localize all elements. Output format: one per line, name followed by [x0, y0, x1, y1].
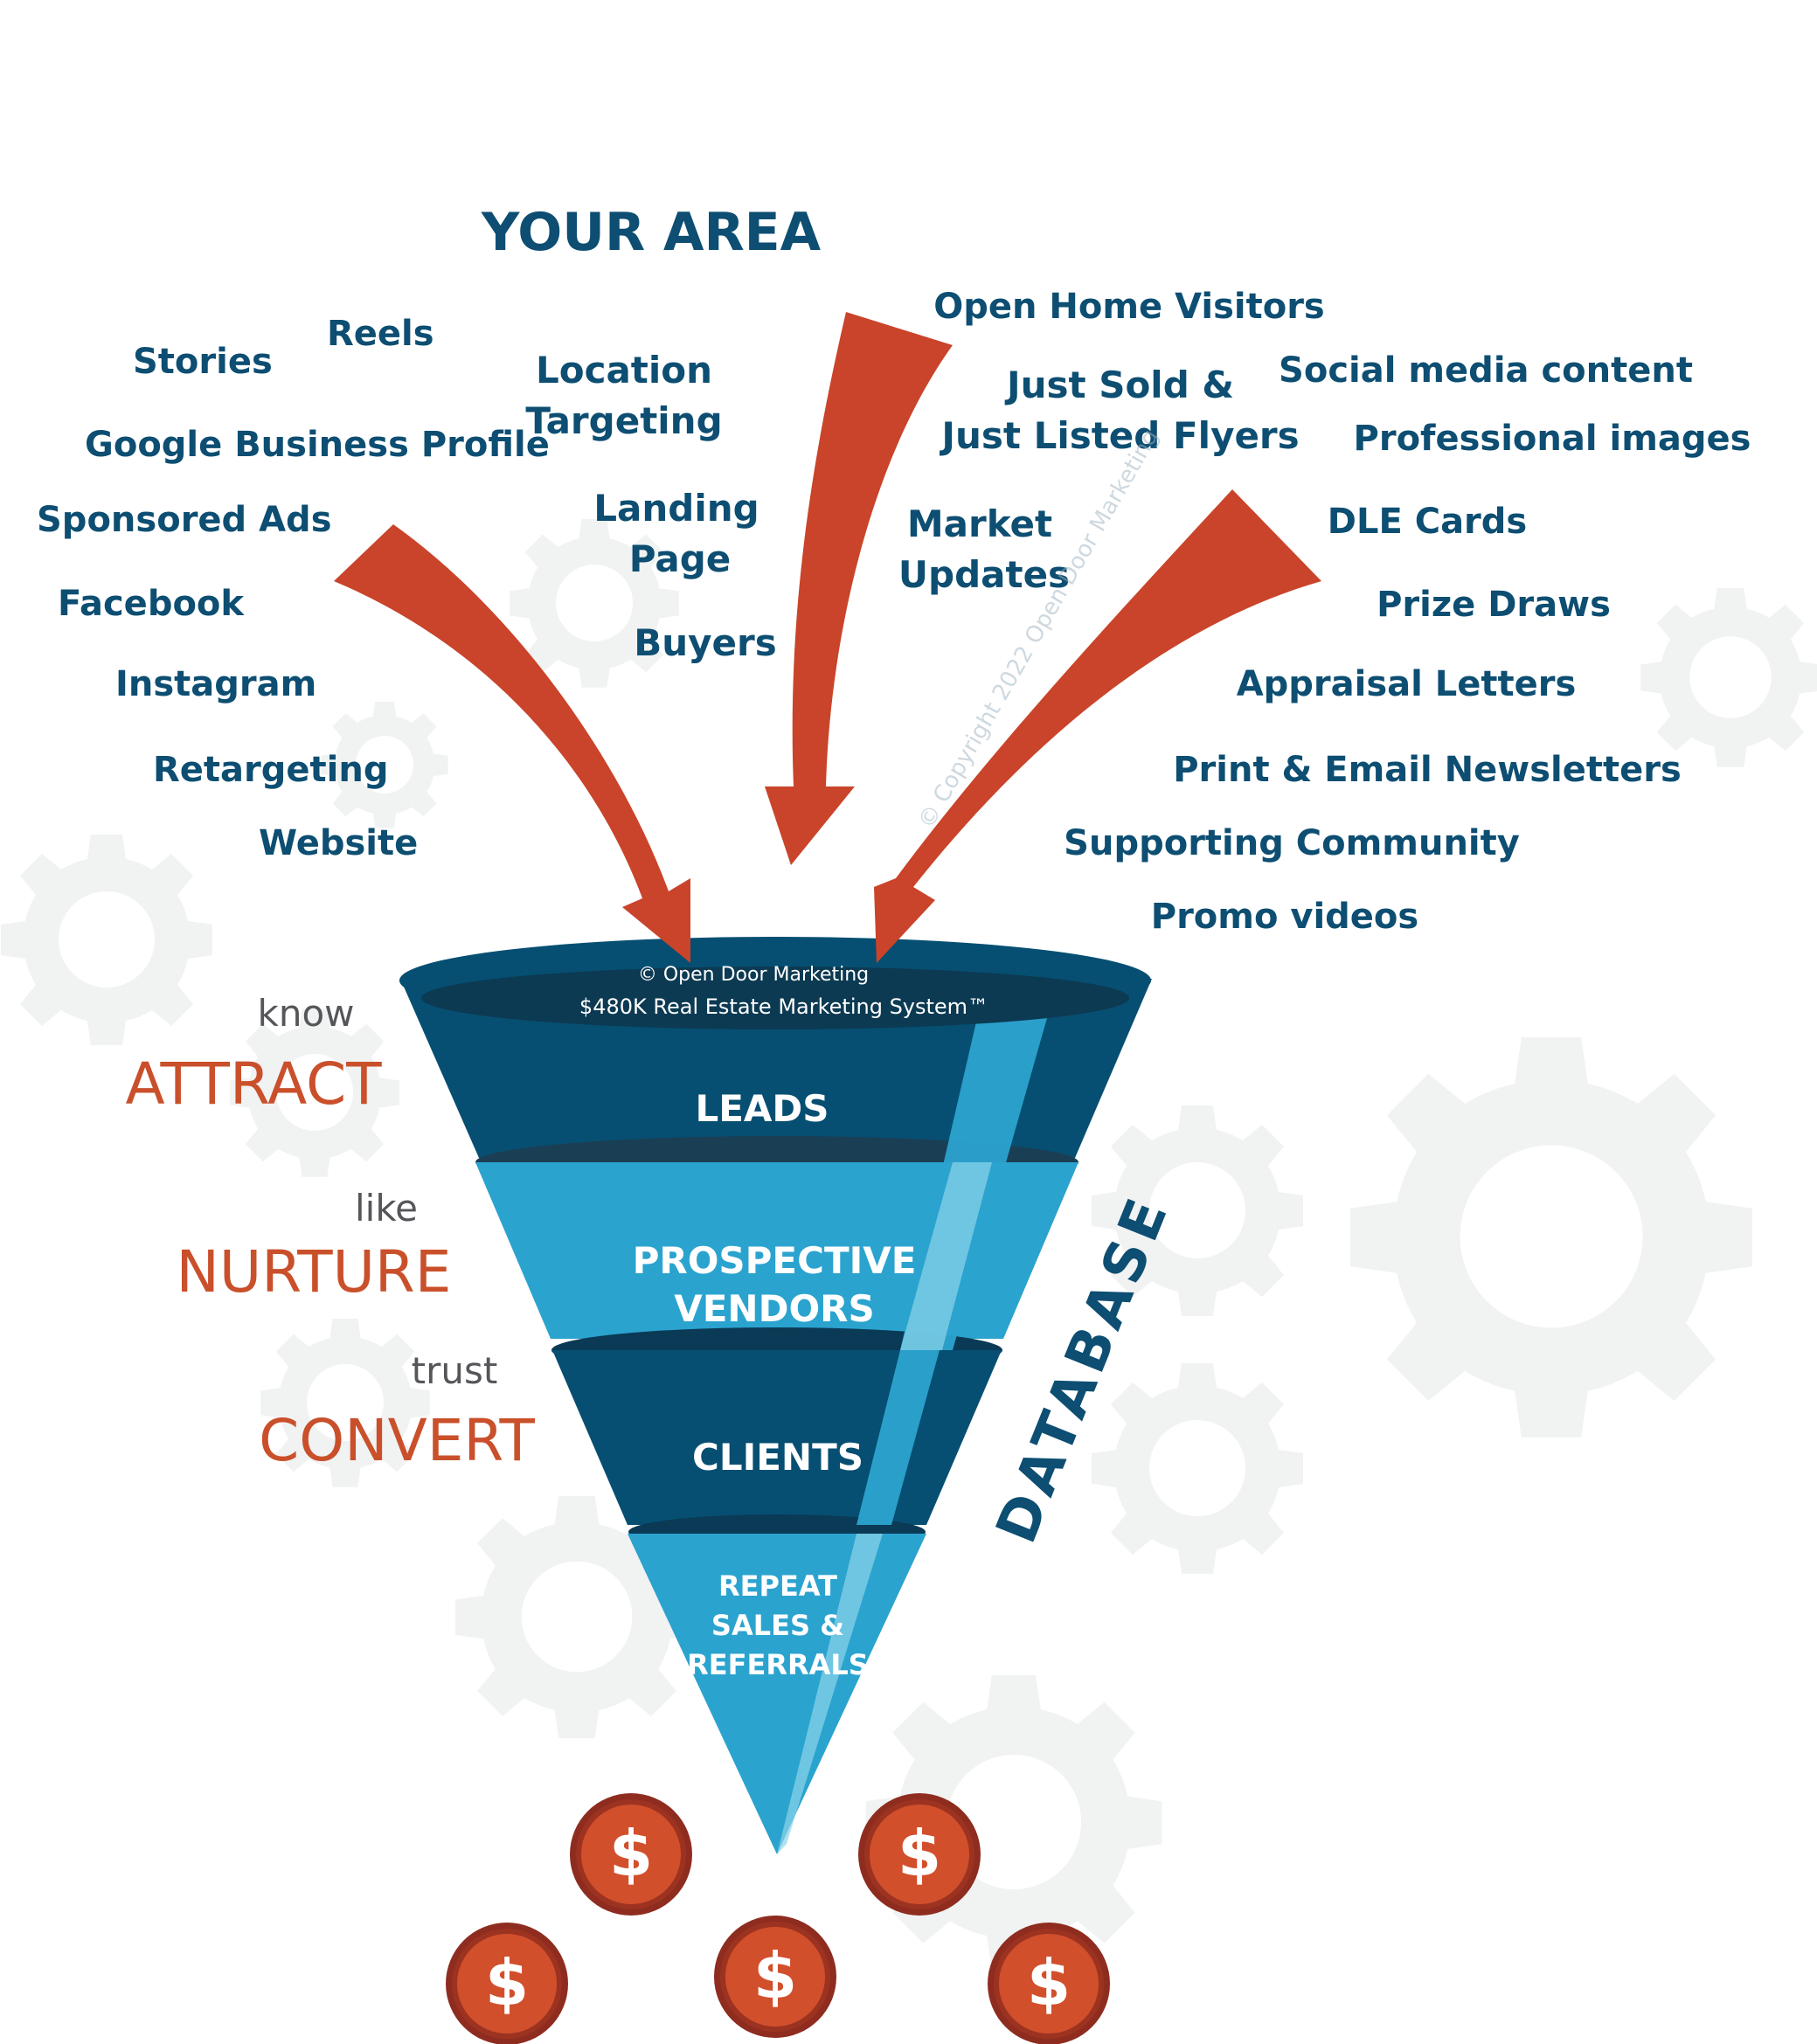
coin-symbol: $ — [485, 1946, 529, 2020]
page-title: YOUR AREA — [481, 202, 822, 263]
funnel-system: $480K Real Estate Marketing System™ — [579, 994, 988, 1019]
channel-just-sold-line2: Just Listed Flyers — [939, 414, 1299, 457]
funnel-prospective-line1: PROSPECTIVE — [633, 1239, 917, 1282]
right-channels: Open Home Visitors Just Sold & Just List… — [933, 287, 1751, 937]
stage-nurture: NURTURE — [177, 1238, 452, 1306]
funnel — [399, 937, 1152, 1854]
funnel-prospective-line2: VENDORS — [674, 1287, 875, 1330]
coin-symbol: $ — [898, 1817, 941, 1890]
coin-icon: $ — [446, 1923, 568, 2044]
stage-labels: know ATTRACT like NURTURE trust CONVERT — [125, 992, 535, 1474]
channel-professional-images: Professional images — [1354, 419, 1751, 459]
channel-location-line2: Targeting — [525, 399, 722, 442]
channel-market-line1: Market — [907, 502, 1052, 545]
arrow-left — [334, 524, 690, 963]
channel-facebook: Facebook — [58, 584, 245, 624]
funnel-leads-label: LEADS — [695, 1087, 829, 1130]
channel-supporting-community: Supporting Community — [1064, 823, 1520, 863]
stage-verb-know: know — [258, 992, 355, 1035]
channel-landing-line2: Page — [629, 537, 732, 580]
channel-promo-videos: Promo videos — [1151, 897, 1418, 937]
channel-landing-line1: Landing — [593, 487, 759, 530]
channel-sponsored-ads: Sponsored Ads — [37, 500, 332, 540]
channel-social-media-content: Social media content — [1279, 350, 1693, 391]
gear-icon — [1640, 588, 1817, 767]
coin-icon: $ — [988, 1923, 1110, 2044]
coin-icon: $ — [714, 1916, 836, 2038]
coin-symbol: $ — [609, 1817, 653, 1890]
gear-icon — [1092, 1363, 1303, 1574]
channel-market-line2: Updates — [898, 553, 1070, 596]
gear-icon — [1, 835, 212, 1045]
channel-google-business-profile: Google Business Profile — [85, 425, 550, 465]
channel-just-sold-line1: Just Sold & — [1004, 364, 1234, 406]
funnel-clients-label: CLIENTS — [692, 1436, 863, 1479]
channel-dle-cards: DLE Cards — [1328, 502, 1527, 542]
left-channels: Stories Reels Google Business Profile Sp… — [37, 314, 550, 863]
coin-symbol: $ — [1027, 1946, 1071, 2020]
gear-icon — [1350, 1037, 1752, 1438]
coin-icon: $ — [858, 1793, 981, 1916]
arrow-center — [765, 312, 953, 865]
channel-reels: Reels — [327, 314, 434, 354]
channel-prize-draws: Prize Draws — [1377, 585, 1611, 625]
stage-verb-trust: trust — [412, 1349, 498, 1392]
center-channels: Location Targeting Landing Page Buyers M… — [525, 349, 1070, 664]
stage-attract: ATTRACT — [125, 1050, 382, 1118]
coins: $ $ $ $ $ — [446, 1793, 1110, 2044]
stage-verb-like: like — [355, 1187, 418, 1230]
channel-newsletters: Print & Email Newsletters — [1173, 750, 1682, 790]
coin-symbol: $ — [753, 1939, 797, 2013]
funnel-repeat-line2: SALES & — [711, 1609, 844, 1642]
channel-appraisal-letters: Appraisal Letters — [1237, 664, 1577, 704]
channel-retargeting: Retargeting — [153, 750, 388, 790]
arrows — [334, 312, 1321, 963]
channel-stories: Stories — [133, 342, 273, 382]
coin-icon: $ — [570, 1793, 692, 1916]
arrow-right — [874, 489, 1321, 963]
channel-location-line1: Location — [536, 349, 712, 391]
funnel-brand: © Open Door Marketing — [638, 964, 869, 986]
channel-open-home-visitors: Open Home Visitors — [933, 287, 1324, 327]
channel-website: Website — [259, 823, 418, 863]
channel-buyers: Buyers — [634, 621, 777, 664]
stage-convert: CONVERT — [259, 1407, 535, 1474]
channel-instagram: Instagram — [115, 664, 316, 704]
funnel-repeat-line1: REPEAT — [718, 1569, 837, 1603]
funnel-repeat-line3: REFERRALS — [687, 1648, 869, 1681]
